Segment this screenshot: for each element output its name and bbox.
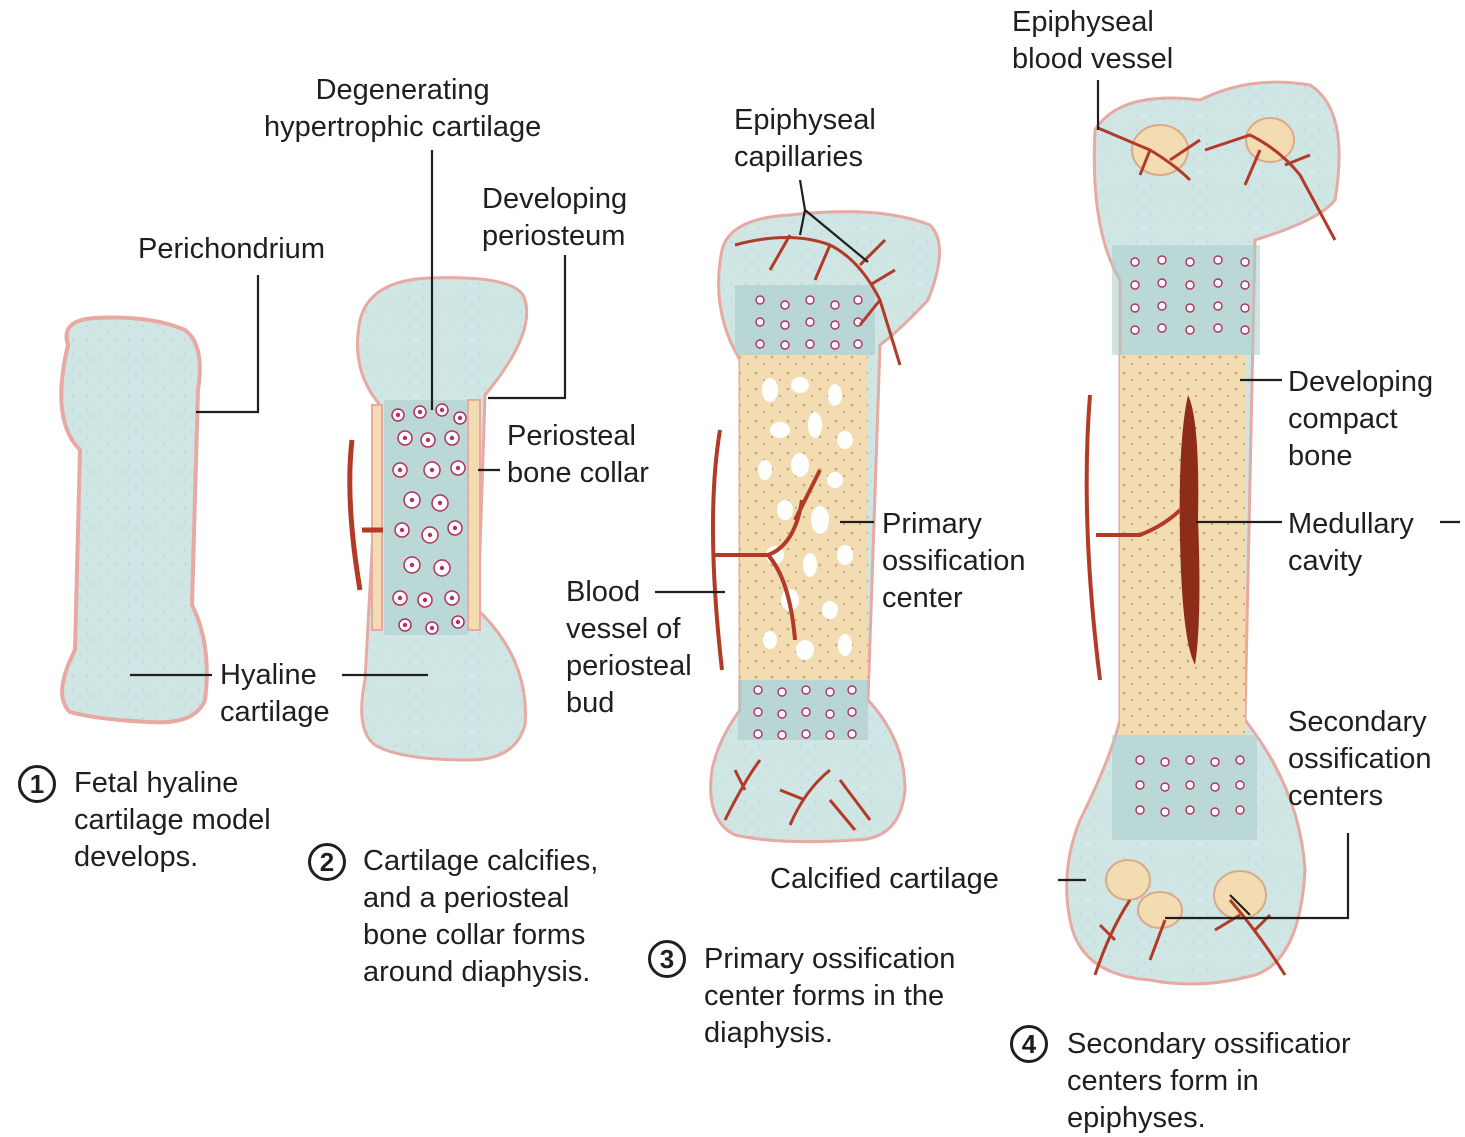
step-1-number: 1 <box>18 765 56 803</box>
step-3-number: 3 <box>648 940 686 978</box>
label-blood-vessel-periosteal-bud: Blood vessel of periosteal bud <box>566 574 692 722</box>
step-3-text: Primary ossification center forms in the… <box>704 941 955 1052</box>
label-calcified-cartilage: Calcified cartilage <box>770 861 999 898</box>
bone-stage-1 <box>61 318 207 723</box>
label-secondary-ossification-centers: Secondary ossification centers <box>1288 704 1431 815</box>
label-epiphyseal-capillaries: Epiphyseal capillaries <box>734 102 876 176</box>
step-4-text: Secondary ossificatior centers form in e… <box>1067 1026 1351 1137</box>
label-degenerating-hypertrophic-cartilage: Degenerating hypertrophic cartilage <box>264 72 541 146</box>
label-hyaline-cartilage: Hyaline cartilage <box>220 657 330 731</box>
step-2-number: 2 <box>308 843 346 881</box>
label-periosteal-bone-collar: Periosteal bone collar <box>507 418 649 492</box>
leader-perichondrium <box>196 275 258 412</box>
bone-collar-left <box>372 405 382 630</box>
label-perichondrium: Perichondrium <box>138 231 325 268</box>
bone-stage-2 <box>350 278 527 760</box>
label-developing-periosteum: Developing periosteum <box>482 181 627 255</box>
label-developing-compact-bone: Developing compact bone <box>1288 364 1433 475</box>
label-epiphyseal-blood-vessel: Epiphyseal blood vessel <box>1012 4 1173 78</box>
step-2-text: Cartilage calcifies, and a periosteal bo… <box>363 843 598 991</box>
label-medullary-cavity: Medullary cavity <box>1288 506 1414 580</box>
step-4-number: 4 <box>1010 1025 1048 1063</box>
label-primary-ossification-center: Primary ossification center <box>882 506 1025 617</box>
step-1-text: Fetal hyaline cartilage model develops. <box>74 765 271 876</box>
bone-collar-right <box>468 400 480 630</box>
